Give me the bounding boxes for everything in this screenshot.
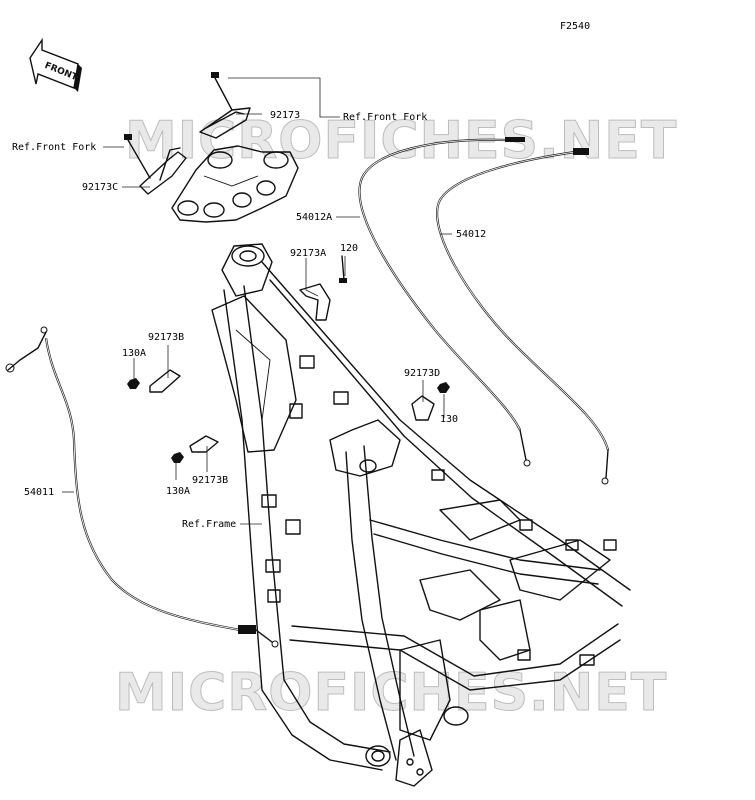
- clamp-92173b-bottom: [189, 435, 219, 453]
- bolt-130a-top: [127, 378, 140, 389]
- label-54011: 54011: [24, 487, 54, 498]
- label-ref-front-fork-left: Ref.Front Fork: [12, 142, 96, 153]
- label-54012a: 54012A: [296, 212, 332, 223]
- label-120: 120: [340, 243, 358, 254]
- label-92173a: 92173A: [290, 248, 326, 259]
- label-ref-front-fork-right: Ref.Front Fork: [343, 112, 427, 123]
- clamp-92173a: [299, 283, 331, 321]
- motorcycle-frame: [211, 243, 631, 787]
- figure-code: F2540: [560, 21, 590, 32]
- bolt-120: [339, 255, 347, 283]
- label-130: 130: [440, 414, 458, 425]
- bolt-130: [437, 382, 450, 393]
- label-130a-bottom: 130A: [166, 486, 190, 497]
- clamp-92173d: [411, 395, 435, 421]
- label-ref-frame: Ref.Frame: [182, 519, 236, 530]
- bolt-130a-bottom: [171, 452, 184, 463]
- clamp-92173b-top: [149, 369, 181, 393]
- label-130a-top: 130A: [122, 348, 146, 359]
- cable-54011: [5, 326, 279, 648]
- fork-bracket: [171, 145, 299, 223]
- clamp-92173c: [124, 134, 187, 195]
- leader-lines: [62, 77, 452, 525]
- label-92173c: 92173C: [82, 182, 118, 193]
- cable-54012: [435, 148, 610, 485]
- label-92173d: 92173D: [404, 368, 440, 379]
- label-54012: 54012: [456, 229, 486, 240]
- label-92173b-top: 92173B: [148, 332, 184, 343]
- front-arrow-icon: FRONT: [29, 37, 82, 92]
- cable-54012a: [358, 137, 531, 467]
- label-92173b-bottom: 92173B: [192, 475, 228, 486]
- label-92173: 92173: [270, 110, 300, 121]
- watermark-bottom: MICROFICHES.NET: [115, 663, 667, 723]
